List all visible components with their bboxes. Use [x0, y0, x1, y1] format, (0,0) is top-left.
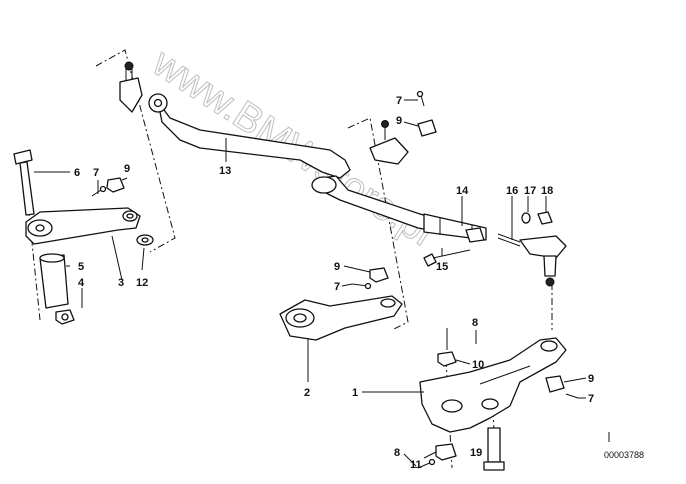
part-label-9-right: 9: [588, 373, 594, 385]
part-label-12: 12: [136, 277, 148, 289]
part-label-7-upper: 7: [396, 95, 402, 107]
nut-9-middle: [369, 267, 389, 283]
part-label-7-left: 7: [93, 167, 99, 179]
bolt-6: [13, 149, 35, 216]
reference-number: 00003788: [604, 450, 644, 460]
part-label-7-middle: 7: [334, 281, 340, 293]
nut-9-upper: [417, 119, 437, 137]
nut-9-right: [545, 375, 565, 393]
part-label-13: 13: [219, 165, 231, 177]
part-label-6: 6: [74, 167, 80, 179]
tie-rod: [311, 175, 487, 243]
leader-11: [423, 451, 437, 459]
part-label-17: 17: [524, 185, 536, 197]
part-label-19: 19: [470, 447, 482, 459]
cotter-pin-7-upper: [416, 90, 425, 107]
bolt-19: [483, 427, 505, 471]
part-label-9-upper: 9: [396, 115, 402, 127]
part-label-11: 11: [410, 459, 422, 471]
idler-arm: [25, 207, 141, 245]
part-label-9-middle: 9: [334, 261, 340, 273]
assembly-line-left: [95, 49, 176, 253]
nut-10: [437, 328, 457, 367]
part-label-10: 10: [472, 359, 484, 371]
washer-17: [521, 212, 531, 224]
leader-3: [111, 235, 123, 281]
part-label-18: 18: [541, 185, 553, 197]
part-label-2: 2: [304, 387, 310, 399]
pitman-arm: [279, 295, 403, 341]
leader-9b: [403, 121, 419, 127]
cotter-pin-7-middle: [351, 282, 372, 290]
part-label-8-lower: 8: [394, 447, 400, 459]
leader-10: [455, 359, 471, 365]
centre-tie-rod: [119, 61, 409, 179]
leader-9a: [121, 177, 128, 181]
cotter-pin-7-left: [91, 185, 107, 197]
steering-arm: [419, 337, 567, 433]
nut-18: [537, 211, 553, 225]
cotter-pin-7-right: [565, 393, 579, 399]
part-label-1: 1: [352, 387, 358, 399]
part-label-16: 16: [506, 185, 518, 197]
nut-4: [55, 309, 75, 325]
part-label-9-left: 9: [124, 163, 130, 175]
leader-12: [141, 247, 145, 271]
leader-9c: [343, 265, 371, 273]
part-label-8-upper: 8: [472, 317, 478, 329]
leader-9d: [563, 377, 587, 383]
part-label-5: 5: [78, 261, 84, 273]
part-label-7-right: 7: [588, 393, 594, 405]
assembly-line-right: [347, 117, 409, 331]
cotter-pin-8-lower: [417, 458, 436, 469]
leader-8b: [403, 453, 417, 467]
tie-rod-end-16: [497, 233, 567, 287]
part-label-4: 4: [78, 277, 85, 289]
part-label-14: 14: [456, 185, 469, 197]
part-label-15: 15: [436, 261, 448, 273]
nut-11: [435, 443, 457, 461]
bushing-5: [39, 253, 69, 309]
clamp-bolt-15: [423, 249, 471, 267]
nut-9-left: [106, 177, 125, 193]
washer-12: [136, 234, 154, 246]
leader-7c: [341, 283, 353, 287]
part-label-3: 3: [118, 277, 124, 289]
